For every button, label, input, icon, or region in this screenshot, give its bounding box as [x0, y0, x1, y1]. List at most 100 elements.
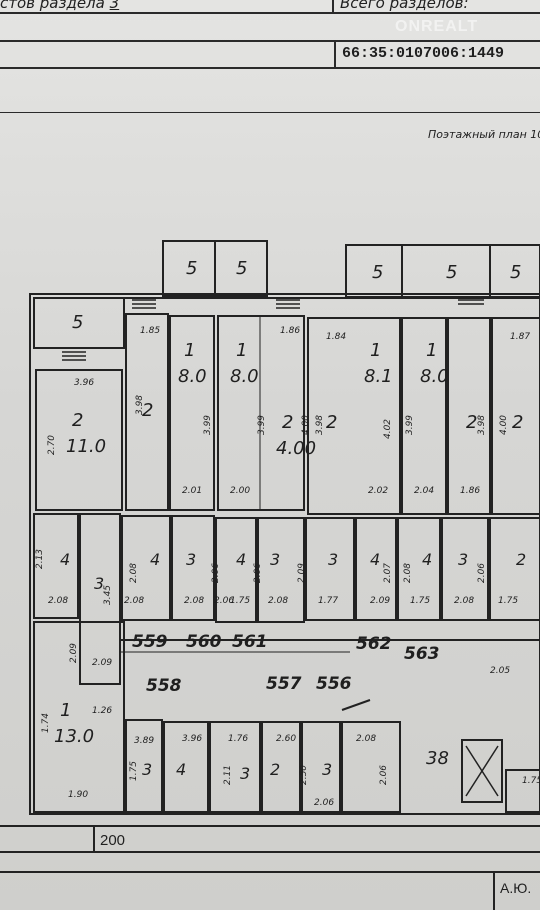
- apartment-number-559: 559: [132, 632, 168, 652]
- cadastral-divider: [334, 40, 336, 68]
- dimension-48: 2.60: [276, 734, 297, 744]
- room-number-r2e: 2: [512, 412, 524, 433]
- small-room-11: 3: [142, 760, 153, 779]
- dimension-1: 3.98: [135, 394, 146, 416]
- room-number-r2a: 2: [142, 400, 154, 421]
- small-room-0: 4: [60, 550, 71, 569]
- room-area-r2b: 4.00: [276, 438, 317, 459]
- header-line-4: [0, 112, 540, 113]
- dimension-22: 3.45: [103, 584, 114, 606]
- dimension-16: 2.00: [230, 486, 251, 496]
- dimension-50: 1.75: [129, 760, 140, 782]
- dimension-25: 2.06: [211, 562, 222, 584]
- small-room-13: 3: [240, 764, 251, 783]
- dimension-36: 2.08: [454, 596, 475, 606]
- apartment-number-556: 556: [316, 674, 352, 694]
- small-room-6: 3: [328, 550, 339, 569]
- dimension-4: 3.98: [315, 414, 326, 436]
- dimension-40: 2.09: [69, 642, 80, 664]
- dimension-33: 2.08: [184, 596, 205, 606]
- dimension-54: 2.06: [314, 798, 335, 808]
- apartment-number-560: 560: [186, 632, 222, 652]
- room-area-r2big: 11.0: [66, 436, 107, 457]
- room-number-r1a: 1: [184, 340, 196, 361]
- small-room-15: 3: [322, 760, 333, 779]
- dimension-35: 1.77: [318, 596, 339, 606]
- room-number-r5e: 5: [510, 262, 522, 283]
- dimension-43: 1.74: [41, 712, 52, 734]
- dimension-15: 2.01: [182, 486, 203, 496]
- dimension-38: 1.75: [410, 596, 431, 606]
- room-number-r2b: 2: [282, 412, 294, 433]
- room-number-r5d: 5: [446, 262, 458, 283]
- header-line-2: [0, 40, 540, 42]
- small-room-2: 3: [186, 550, 197, 569]
- dimension-21: 2.08: [48, 596, 69, 606]
- room-number-r5a: 5: [186, 258, 198, 279]
- dimension-49: 2.08: [356, 734, 377, 744]
- dimension-55: 2.05: [490, 666, 511, 676]
- room-number-r1big: 1: [60, 700, 72, 721]
- dimension-42: 1.26: [92, 706, 113, 716]
- small-room-14: 2: [270, 760, 281, 779]
- room-number-r1b: 1: [236, 340, 248, 361]
- total-sections-label: Всего разделов:: [340, 0, 469, 12]
- dimension-27: 2.09: [297, 562, 308, 584]
- room-area-r1b: 8.0: [230, 366, 259, 387]
- dimension-6: 1.87: [510, 332, 531, 342]
- small-room-8: 4: [422, 550, 433, 569]
- small-room-9: 3: [458, 550, 469, 569]
- sheets-label: стов раздела 3: [0, 0, 120, 12]
- signature: А.Ю.: [500, 880, 532, 896]
- dimension-28: 2.07: [383, 562, 394, 584]
- dimension-12: 3.99: [405, 414, 416, 436]
- room-number-r2d: 2: [466, 412, 478, 433]
- dimension-0: 1.85: [140, 326, 161, 336]
- apartment-number-562: 562: [356, 634, 392, 654]
- dimension-56: 1.75: [522, 776, 540, 786]
- room-area-r1big: 13.0: [54, 726, 95, 747]
- dimension-24: 2.08: [124, 596, 145, 606]
- dimension-52: 2.50: [299, 764, 310, 786]
- dimension-20: 2.13: [35, 548, 46, 570]
- apartment-number-558: 558: [146, 676, 182, 696]
- dimension-45: 3.89: [134, 736, 155, 746]
- watermark-text: ONREALT: [395, 18, 479, 35]
- dimension-13: 3.98: [477, 414, 488, 436]
- cadastral-number: 66:35:0107006:1449: [342, 45, 505, 62]
- dimension-46: 3.96: [182, 734, 203, 744]
- dimension-47: 1.76: [228, 734, 249, 744]
- dimension-10: 3.99: [257, 414, 268, 436]
- dimension-2: 1.86: [280, 326, 301, 336]
- dimension-37: 2.09: [370, 596, 391, 606]
- room-area-r1d: 8.0: [420, 366, 449, 387]
- room-number-r38: 38: [426, 748, 449, 769]
- dimension-8: 2.70: [47, 434, 58, 456]
- scale-value: 200: [100, 832, 126, 849]
- dimension-53: 2.06: [379, 764, 390, 786]
- room-number-r5b: 5: [236, 258, 248, 279]
- dimension-7: 3.96: [74, 378, 95, 388]
- room-5-left-box: [33, 297, 125, 349]
- small-room-3: 4: [150, 550, 161, 569]
- small-room-10: 2: [516, 550, 527, 569]
- header-line-3: [0, 67, 540, 69]
- small-room-4: 4: [236, 550, 247, 569]
- small-room-5: 3: [270, 550, 281, 569]
- small-room-7: 4: [370, 550, 381, 569]
- dimension-51: 2.11: [223, 764, 234, 786]
- apartment-number-557: 557: [266, 674, 302, 694]
- dimension-41: 2.09: [92, 658, 113, 668]
- dimension-5: 4.02: [383, 418, 394, 440]
- dimension-29: 2.08: [403, 562, 414, 584]
- room-number-r2c: 2: [326, 412, 338, 433]
- room-number-r1c: 1: [370, 340, 382, 361]
- outer-wall: [29, 293, 540, 815]
- dimension-26: 2.06: [253, 562, 264, 584]
- small-room-12: 4: [176, 760, 187, 779]
- room-area-r1a: 8.0: [178, 366, 207, 387]
- dimension-14: 4.00: [499, 414, 510, 436]
- plan-title: Поэтажный план 10 эта: [428, 128, 540, 141]
- small-room-1: 3: [94, 574, 105, 593]
